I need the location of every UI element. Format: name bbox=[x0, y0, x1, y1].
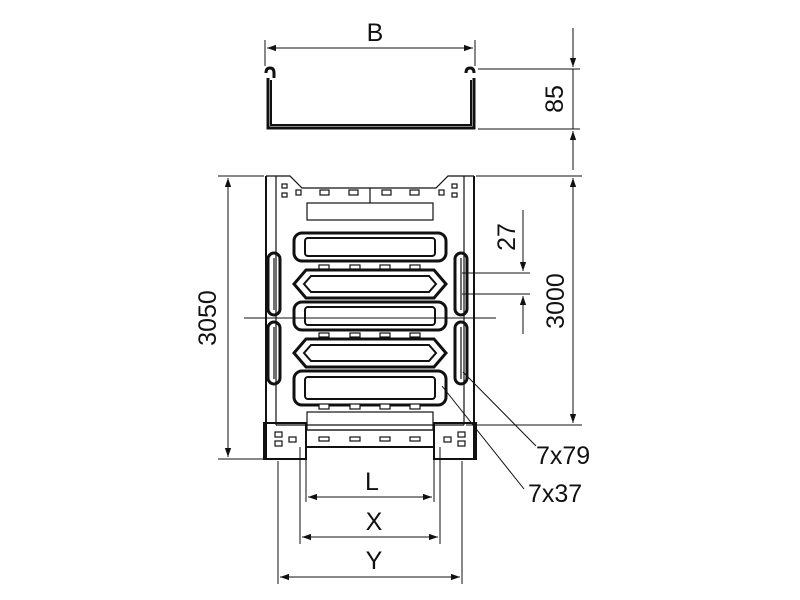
dimension-pitch-label: 27 bbox=[493, 223, 521, 251]
dimension-y-label: Y bbox=[366, 547, 383, 575]
plan-view bbox=[244, 175, 496, 460]
cross-section-view bbox=[264, 66, 476, 130]
end-slots-top bbox=[281, 183, 458, 198]
dimension-x-label: X bbox=[366, 508, 383, 536]
dimension-usable-length-label: 3000 bbox=[542, 273, 570, 329]
rung-3 bbox=[292, 300, 448, 332]
rung-4 bbox=[292, 337, 448, 369]
rung-slots bbox=[318, 264, 421, 410]
dimension-usable-length: 3000 bbox=[466, 175, 582, 426]
dimension-overall-length: 3050 bbox=[194, 175, 264, 460]
end-joint-plates bbox=[263, 422, 477, 460]
dimension-height-label: 85 bbox=[541, 85, 569, 113]
slot-7x79-label: 7x79 bbox=[536, 442, 590, 470]
dimension-l-label: L bbox=[365, 468, 379, 496]
dimension-pitch: 27 bbox=[462, 210, 530, 334]
dimension-height: 85 bbox=[478, 28, 580, 170]
side-slots bbox=[266, 251, 469, 386]
slot-7x37-label: 7x37 bbox=[528, 480, 582, 508]
rung-5 bbox=[292, 369, 448, 407]
rung-2 bbox=[292, 268, 448, 300]
dimension-overall-length-label: 3050 bbox=[194, 290, 222, 346]
rung-1 bbox=[292, 231, 448, 263]
dimension-lxy: L X Y bbox=[277, 447, 463, 584]
slot-callouts: 7x79 7x37 bbox=[441, 371, 590, 508]
dimension-b: B bbox=[264, 19, 476, 66]
dimension-b-label: B bbox=[367, 19, 384, 47]
